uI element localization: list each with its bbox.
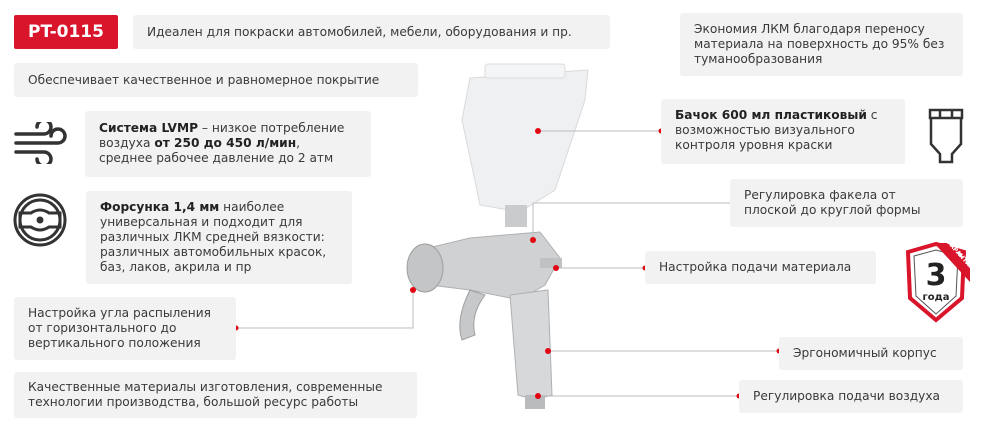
feature-materials: Качественные материалы изготовления, сов… [14,372,417,418]
warranty-years: 3 [925,258,947,293]
feature-material-feed: Настройка подачи материала [645,251,876,284]
tank-text: с возможностью визуального контроля уров… [675,108,878,152]
feature-lvmp: Система LVMP – низкое потребление воздух… [85,111,371,177]
feature-purpose: Идеален для покраски автомобилей, мебели… [133,15,610,49]
feature-ergonomic: Эргономичный корпус [779,337,963,370]
warranty-badge: ГАРАНТИЯ 3 года [900,240,975,324]
warranty-unit: года [922,292,950,303]
paint-cup-icon [928,108,964,164]
lvmp-text: – низкое потребление воздуха [99,121,345,150]
feature-economy: Экономия ЛКМ благодаря переносу материал… [680,13,963,76]
lvmp-pressure: , среднее рабочее давление до 2 атм [99,136,334,165]
wind-icon [14,122,67,164]
feature-spray-angle: Настройка угла распыления от горизонталь… [14,297,236,360]
feature-tank: Бачок 600 мл пластиковый с возможностью … [661,99,905,164]
model-badge: PT-0115 [14,15,118,49]
nozzle-icon [13,193,67,247]
lvmp-airflow: от 250 до 450 л/мин [154,136,297,150]
nozzle-text: наиболее универсальная и подходит для ра… [100,200,327,274]
feature-air-feed: Регулировка подачи воздуха [739,380,963,413]
shield-icon [905,241,970,323]
feature-coverage: Обеспечивает качественное и равномерное … [14,63,418,97]
feature-fan: Регулировка факела от плоской до круглой… [730,179,963,227]
nozzle-title: Форсунка 1,4 мм [100,200,220,214]
feature-nozzle: Форсунка 1,4 мм наиболее универсальная и… [86,191,352,284]
lvmp-title: Система LVMP [99,121,199,135]
tank-title: Бачок 600 мл пластиковый [675,108,867,122]
